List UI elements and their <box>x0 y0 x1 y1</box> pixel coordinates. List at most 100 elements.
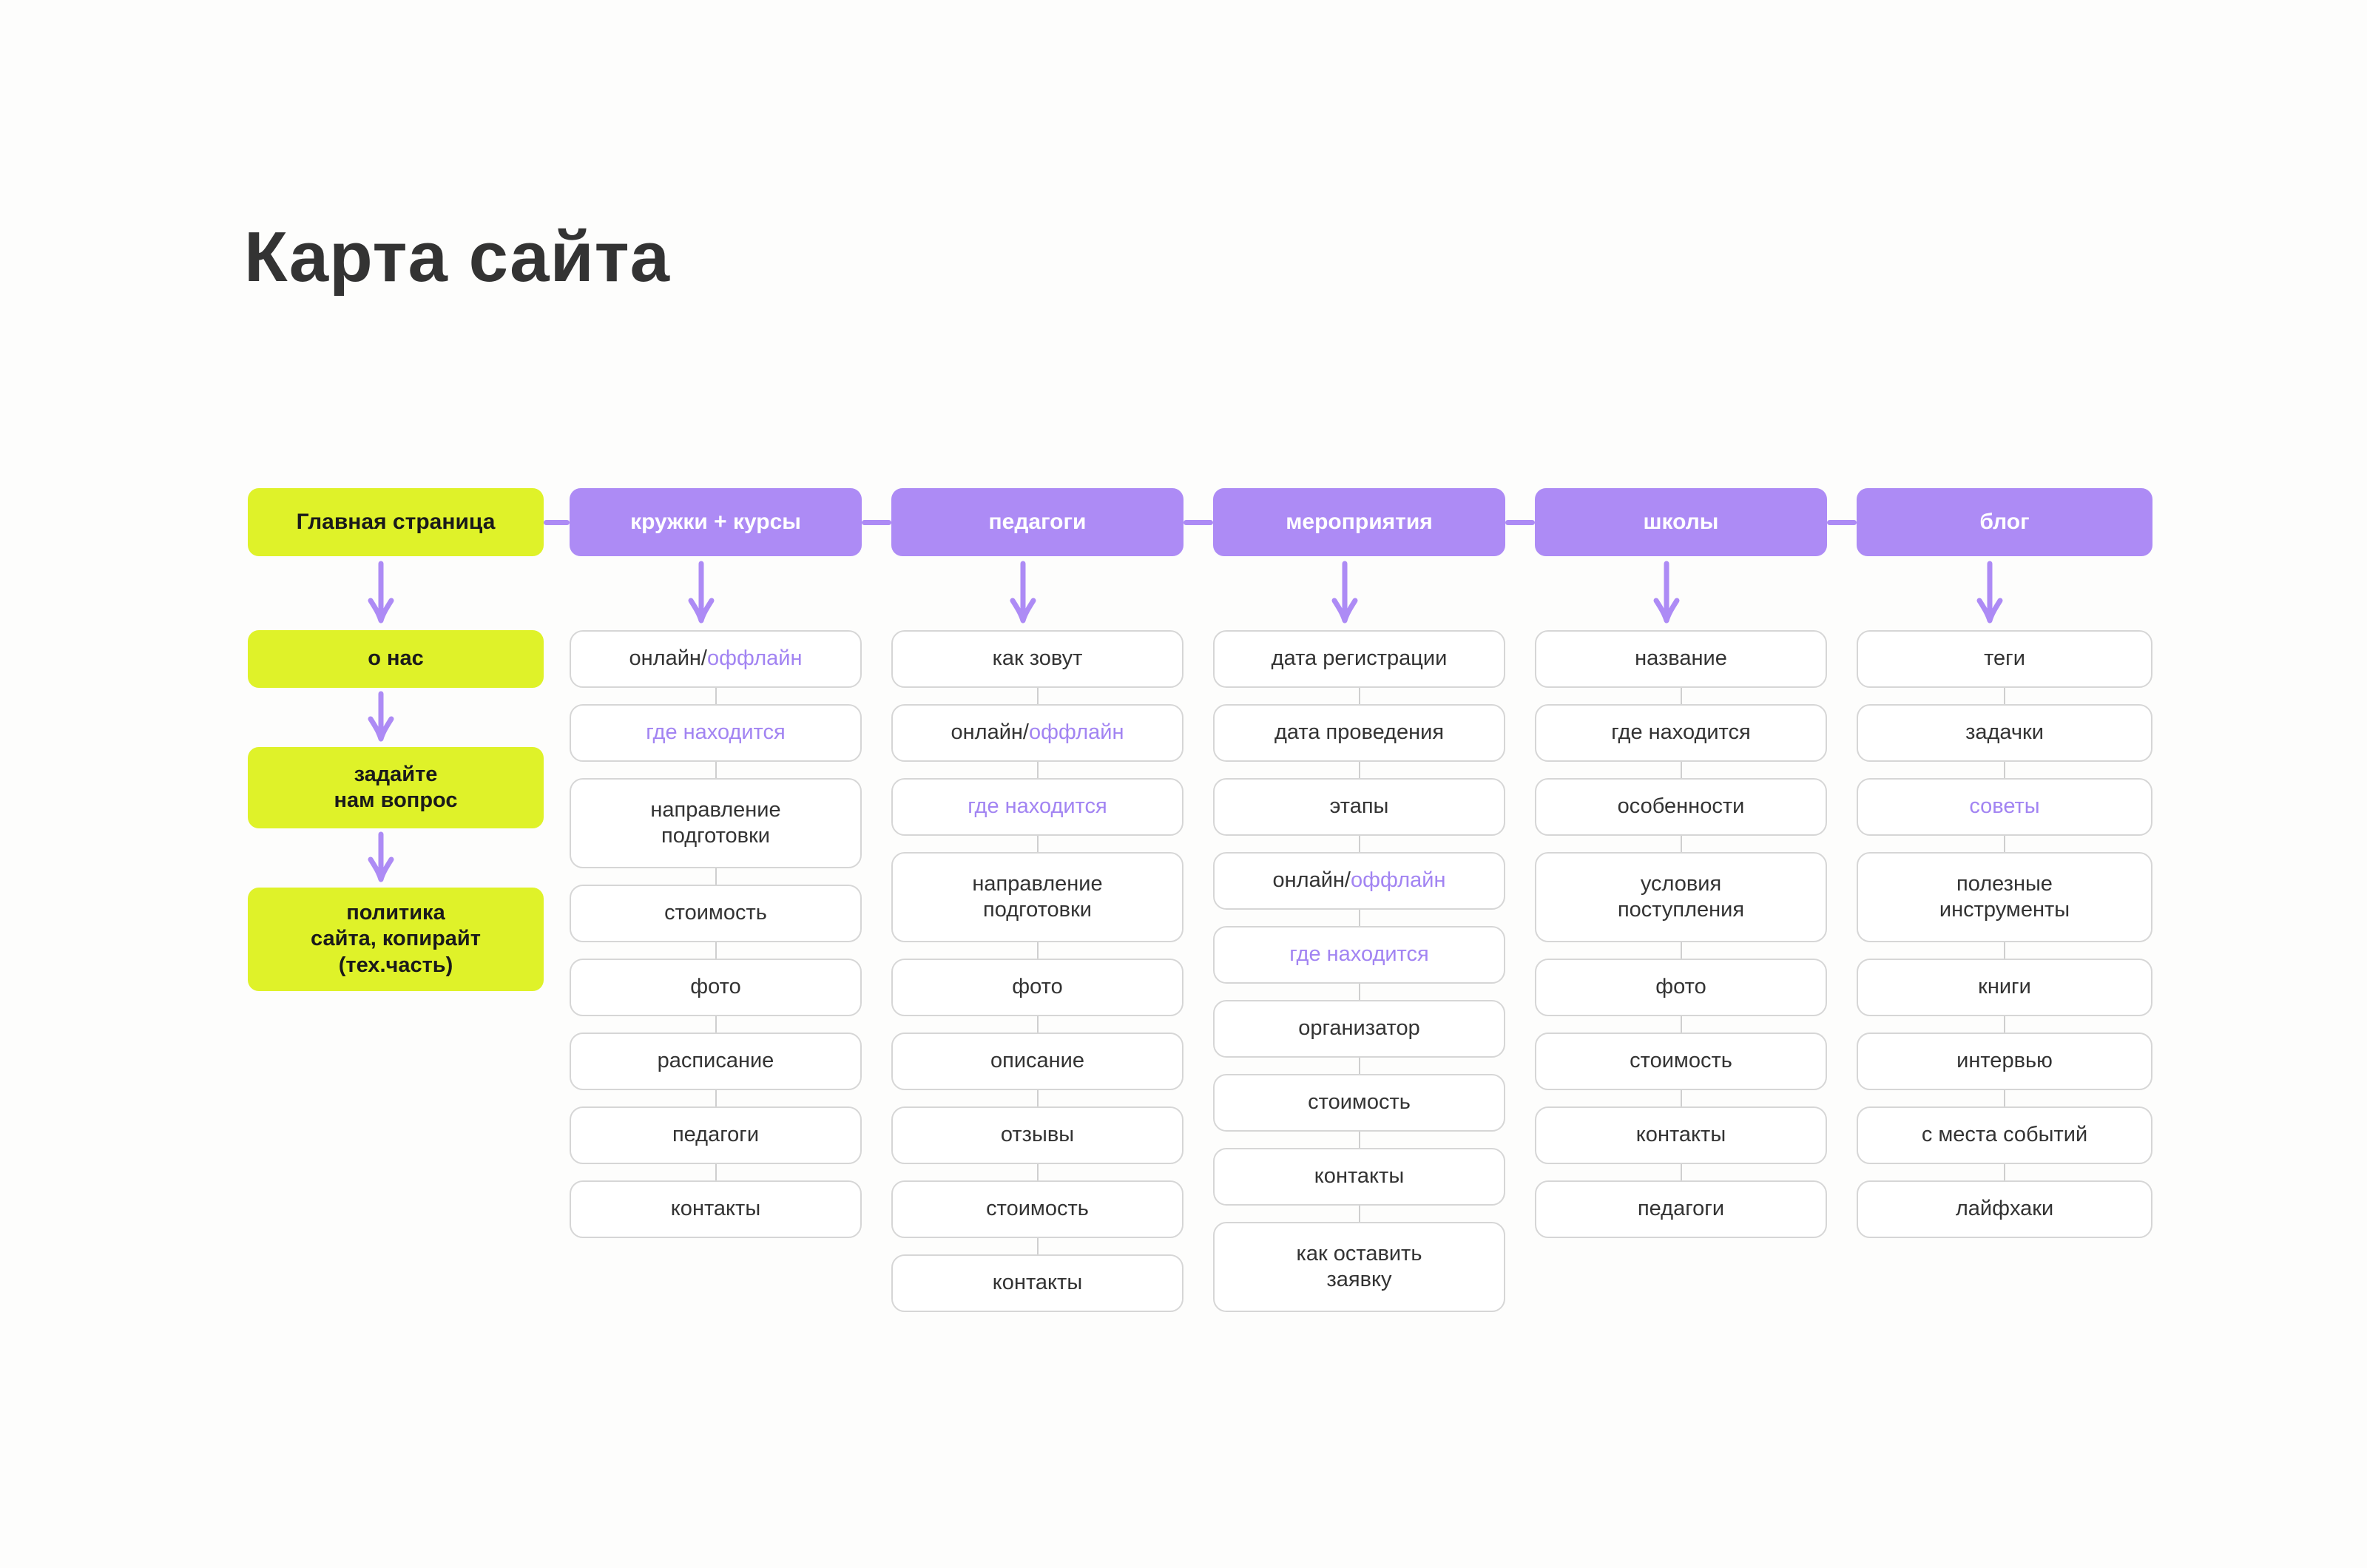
sitemap-node[interactable]: где находится <box>1213 926 1505 984</box>
sitemap-node-label: контакты <box>670 1197 761 1221</box>
sitemap-node[interactable]: стоимость <box>891 1180 1184 1238</box>
sitemap-node-label: советы <box>1969 794 2040 819</box>
sitemap-node[interactable]: контакты <box>1535 1106 1827 1164</box>
node-connector-line <box>715 1090 717 1106</box>
sitemap-head-courses[interactable]: кружки + курсы <box>570 488 862 556</box>
node-connector-line <box>2004 1164 2005 1180</box>
sitemap-node[interactable]: дата проведения <box>1213 704 1505 762</box>
sitemap-node[interactable]: где находится <box>570 704 862 762</box>
sitemap-node[interactable]: описание <box>891 1033 1184 1090</box>
sitemap-node-label: где находится <box>1611 720 1751 745</box>
sitemap-node[interactable]: книги <box>1857 959 2152 1016</box>
sitemap-node[interactable]: педагоги <box>570 1106 862 1164</box>
node-connector-line <box>2004 836 2005 852</box>
node-connector-line <box>2004 1090 2005 1106</box>
node-connector-line <box>1680 942 1682 959</box>
sitemap-node[interactable]: дата регистрации <box>1213 630 1505 688</box>
sitemap-node[interactable]: расписание <box>570 1033 862 1090</box>
sitemap-node[interactable]: советы <box>1857 778 2152 836</box>
sitemap-head-events[interactable]: мероприятия <box>1213 488 1505 556</box>
sitemap-node-label: лайфхаки <box>1955 1197 2054 1221</box>
node-connector-line <box>1680 1164 1682 1180</box>
node-connector-line <box>1036 942 1039 959</box>
sitemap-node[interactable]: фото <box>1535 959 1827 1016</box>
sitemap-node[interactable]: где находится <box>891 778 1184 836</box>
node-connector-line <box>715 1016 717 1033</box>
sitemap-node[interactable]: как зовут <box>891 630 1184 688</box>
node-connector-line <box>1680 688 1682 704</box>
sitemap-head-home[interactable]: Главная страница <box>248 488 544 556</box>
node-connector-line <box>1036 688 1039 704</box>
sitemap-node[interactable]: теги <box>1857 630 2152 688</box>
node-connector-line <box>1036 836 1039 852</box>
sitemap-head-label: школы <box>1643 509 1719 534</box>
sitemap-node[interactable]: фото <box>891 959 1184 1016</box>
node-connector-line <box>1358 984 1360 1000</box>
sitemap-node[interactable]: с места событий <box>1857 1106 2152 1164</box>
sitemap-node[interactable]: стоимость <box>570 885 862 942</box>
sitemap-node-label: онлайн/оффлайн <box>1272 868 1446 893</box>
arrow-down-icon <box>1006 561 1040 624</box>
sitemap-node[interactable]: контакты <box>1213 1148 1505 1206</box>
sitemap-head-schools[interactable]: школы <box>1535 488 1827 556</box>
page-title: Карта сайта <box>244 217 670 297</box>
sitemap-node-label: организатор <box>1298 1016 1420 1041</box>
arrow-down-icon <box>364 561 398 624</box>
sitemap-node[interactable]: лайфхаки <box>1857 1180 2152 1238</box>
sitemap-node-label: о нас <box>368 646 424 671</box>
sitemap-node[interactable]: фото <box>570 959 862 1016</box>
sitemap-node[interactable]: этапы <box>1213 778 1505 836</box>
node-connector-line <box>2004 1016 2005 1033</box>
sitemap-node-label: название <box>1635 646 1727 671</box>
sitemap-node[interactable]: организатор <box>1213 1000 1505 1058</box>
node-connector-line <box>1036 1016 1039 1033</box>
sitemap-node[interactable]: онлайн/оффлайн <box>1213 852 1505 910</box>
sitemap-node[interactable]: стоимость <box>1535 1033 1827 1090</box>
sitemap-node-label: стоимость <box>1630 1049 1732 1073</box>
sitemap-node[interactable]: особенности <box>1535 778 1827 836</box>
node-connector-line <box>1358 762 1360 778</box>
sitemap-node[interactable]: название <box>1535 630 1827 688</box>
sitemap-node[interactable]: стоимость <box>1213 1074 1505 1132</box>
sitemap-node-label: стоимость <box>1308 1090 1411 1115</box>
node-connector-line <box>715 688 717 704</box>
node-connector-line <box>1036 1238 1039 1254</box>
sitemap-head-teachers[interactable]: педагоги <box>891 488 1184 556</box>
sitemap-node[interactable]: задачки <box>1857 704 2152 762</box>
sitemap-node[interactable]: отзывы <box>891 1106 1184 1164</box>
sitemap-node-label: контакты <box>1635 1123 1726 1147</box>
sitemap-node[interactable]: где находится <box>1535 704 1827 762</box>
sitemap-node-label: где находится <box>1289 942 1429 967</box>
sitemap-node[interactable]: онлайн/оффлайн <box>570 630 862 688</box>
sitemap-node[interactable]: интервью <box>1857 1033 2152 1090</box>
node-connector-line <box>715 762 717 778</box>
sitemap-node-label: как зовут <box>992 646 1083 671</box>
head-connector-line <box>1184 520 1213 525</box>
sitemap-node[interactable]: контакты <box>570 1180 862 1238</box>
node-connector-line <box>1036 762 1039 778</box>
sitemap-node[interactable]: контакты <box>891 1254 1184 1312</box>
node-connector-line <box>1358 910 1360 926</box>
node-connector-line <box>1358 836 1360 852</box>
arrow-down-icon <box>364 691 398 742</box>
sitemap-node-label: дата регистрации <box>1271 646 1448 671</box>
sitemap-node[interactable]: онлайн/оффлайн <box>891 704 1184 762</box>
sitemap-node[interactable]: педагоги <box>1535 1180 1827 1238</box>
sitemap-node-label: педагоги <box>672 1123 760 1147</box>
sitemap-node-label: с места событий <box>1921 1123 2088 1147</box>
sitemap-node-label: книги <box>1978 975 2031 999</box>
node-connector-line <box>715 942 717 959</box>
sitemap-node[interactable]: о нас <box>248 630 544 688</box>
sitemap-node-label: отзывы <box>1000 1123 1075 1147</box>
sitemap-head-blog[interactable]: блог <box>1857 488 2152 556</box>
